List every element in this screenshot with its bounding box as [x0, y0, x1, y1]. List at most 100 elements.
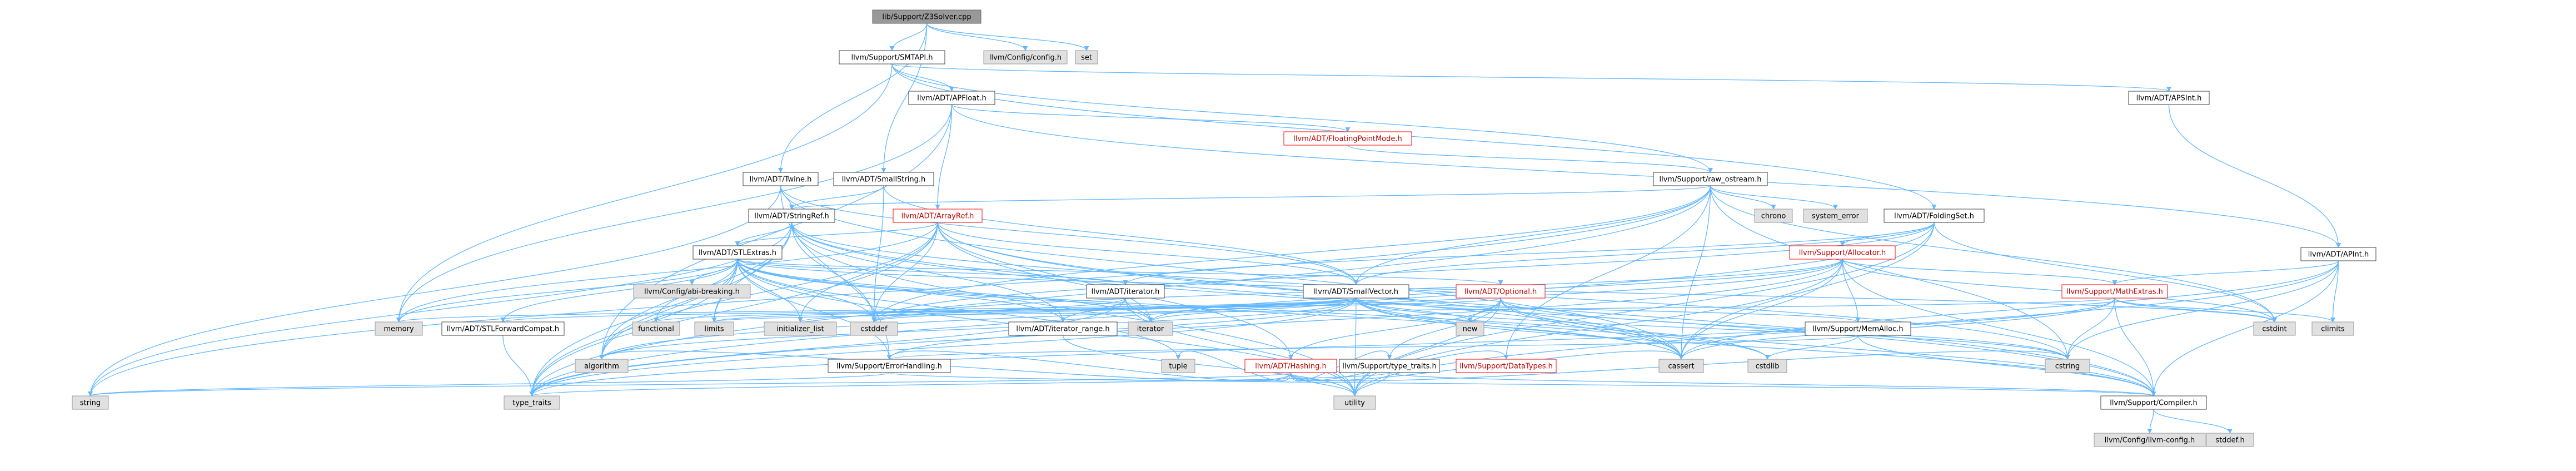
graph-node-functional: functional — [632, 321, 680, 336]
graph-node-iterrange[interactable]: llvm/ADT/iterator_range.h — [1008, 321, 1118, 336]
graph-node-algorithm: algorithm — [575, 359, 629, 373]
dependency-edge — [737, 259, 803, 323]
dependency-edge — [1678, 259, 1843, 360]
graph-node-mathextras[interactable]: llvm/Support/MathExtras.h — [2061, 284, 2168, 299]
node-box — [1653, 172, 1768, 186]
graph-node-twine[interactable]: llvm/ADT/Twine.h — [743, 172, 819, 186]
node-box — [1456, 359, 1557, 373]
dependency-edge — [1389, 372, 2156, 396]
dependency-edge — [2330, 260, 2339, 323]
dependency-edge — [1356, 298, 1861, 323]
node-box — [1805, 321, 1911, 336]
dependency-edge — [529, 222, 938, 396]
node-box — [441, 321, 565, 336]
dependency-edge — [1356, 298, 1770, 360]
node-label: llvm/Support/raw_ostream.h — [1659, 176, 1761, 184]
dependency-edge — [2114, 298, 2277, 323]
node-box — [2128, 91, 2210, 105]
node-box — [375, 321, 423, 336]
dependency-edge — [711, 222, 793, 323]
graph-node-typetraits[interactable]: llvm/Support/type_traits.h — [1339, 359, 1440, 373]
graph-node-allocator[interactable]: llvm/Support/Allocator.h — [1789, 245, 1896, 260]
dependency-edge — [1387, 298, 1501, 360]
node-label: memory — [383, 325, 414, 334]
graph-node-iterator[interactable]: llvm/ADT/iterator.h — [1086, 284, 1165, 299]
graph-node-compiler[interactable]: llvm/Support/Compiler.h — [2100, 395, 2207, 410]
node-label: llvm/ADT/APSInt.h — [2136, 95, 2202, 103]
graph-node-smallvector[interactable]: llvm/ADT/SmallVector.h — [1303, 284, 1409, 299]
node-label: cstdlib — [1756, 363, 1780, 371]
node-box — [575, 359, 629, 373]
node-box — [2094, 433, 2206, 447]
node-box — [893, 209, 983, 223]
node-box — [2311, 321, 2354, 336]
dependency-edge — [1352, 372, 1390, 396]
node-label: llvm/Support/type_traits.h — [1342, 363, 1437, 371]
graph-node-memalloc[interactable]: llvm/Support/MemAlloc.h — [1805, 321, 1911, 336]
graph-node-errhandling[interactable]: llvm/Support/ErrorHandling.h — [828, 359, 951, 373]
node-box — [1456, 321, 1484, 336]
dependency-edge — [2153, 409, 2233, 434]
dependency-edge — [500, 259, 738, 323]
dependency-edge — [1353, 185, 1711, 285]
node-box — [2206, 433, 2254, 447]
graph-node-type_traits: type_traits — [504, 395, 560, 410]
graph-node-root[interactable]: lib/Support/Z3Solver.cpp — [872, 9, 981, 24]
graph-node-foldingset[interactable]: llvm/ADT/FoldingSet.h — [1884, 209, 1985, 223]
dependency-edge — [1842, 259, 2156, 396]
graph-node-apfloat[interactable]: llvm/ADT/APFloat.h — [908, 91, 995, 105]
dependency-edge — [1710, 185, 2070, 360]
dependency-edge — [1710, 185, 1838, 210]
node-box — [1244, 359, 1337, 373]
graph-node-cstdint: cstdint — [2253, 321, 2296, 336]
node-label: llvm/Support/SMTAPI.h — [851, 54, 933, 62]
graph-node-optional[interactable]: llvm/ADT/Optional.h — [1456, 284, 1546, 299]
graph-node-stlforward[interactable]: llvm/ADT/STLForwardCompat.h — [441, 321, 565, 336]
graph-node-apint[interactable]: llvm/ADT/APInt.h — [2300, 247, 2376, 261]
node-box — [2300, 247, 2376, 261]
dependency-edge — [780, 185, 1359, 285]
node-box — [633, 284, 751, 299]
graph-node-abibreak: llvm/Config/abi-breaking.h — [633, 284, 751, 299]
node-box — [764, 321, 837, 336]
dependency-edge — [396, 222, 938, 323]
graph-node-new: new — [1456, 321, 1484, 336]
node-label: llvm/Config/config.h — [989, 54, 1062, 62]
graph-node-stlextras[interactable]: llvm/ADT/STLExtras.h — [692, 245, 783, 260]
dependency-edge — [891, 63, 1713, 173]
dependency-edge — [889, 372, 2156, 396]
node-label: llvm/Config/llvm-config.h — [2105, 437, 2195, 445]
dependency-edge — [396, 259, 738, 323]
dependency-edge — [1842, 259, 2117, 285]
dependency-edge — [1678, 222, 1935, 360]
dependency-edge — [1678, 185, 1711, 360]
dependency-edge — [2147, 409, 2154, 434]
dependency-edge — [2065, 260, 2339, 360]
node-box — [2253, 321, 2296, 336]
node-label: string — [80, 399, 101, 408]
graph-node-arrayref[interactable]: llvm/ADT/ArrayRef.h — [893, 209, 983, 223]
dependency-edge — [937, 222, 1359, 285]
dependency-edge — [396, 63, 893, 323]
graph-node-smallstring[interactable]: llvm/ADT/SmallString.h — [833, 172, 934, 186]
node-label: lib/Support/Z3Solver.cpp — [882, 13, 971, 22]
graph-node-initlist: initializer_list — [764, 321, 837, 336]
graph-node-smtapi[interactable]: llvm/Support/SMTAPI.h — [839, 50, 945, 65]
node-box — [694, 321, 734, 336]
dependency-edge — [871, 222, 938, 323]
dependency-edge — [789, 185, 1711, 210]
graph-node-apsint[interactable]: llvm/ADT/APSInt.h — [2128, 91, 2210, 105]
dependency-edge — [529, 298, 2115, 396]
dependency-nodes: lib/Support/Z3Solver.cpp llvm/Support/SMT… — [72, 9, 2376, 447]
dependency-edge — [2168, 104, 2341, 248]
graph-node-fpmode[interactable]: llvm/ADT/FloatingPointMode.h — [1283, 131, 1412, 146]
node-label: cassert — [1668, 363, 1694, 371]
dependency-edge — [599, 259, 1843, 360]
dependency-edge — [798, 298, 1357, 323]
graph-node-rawostream[interactable]: llvm/Support/raw_ostream.h — [1653, 172, 1768, 186]
graph-node-stringref[interactable]: llvm/ADT/StringRef.h — [748, 209, 835, 223]
dependency-edge — [891, 63, 1937, 210]
graph-node-hashing[interactable]: llvm/ADT/Hashing.h — [1244, 359, 1337, 373]
graph-node-datatypes[interactable]: llvm/Support/DataTypes.h — [1456, 359, 1557, 373]
graph-node-limits: limits — [694, 321, 734, 336]
